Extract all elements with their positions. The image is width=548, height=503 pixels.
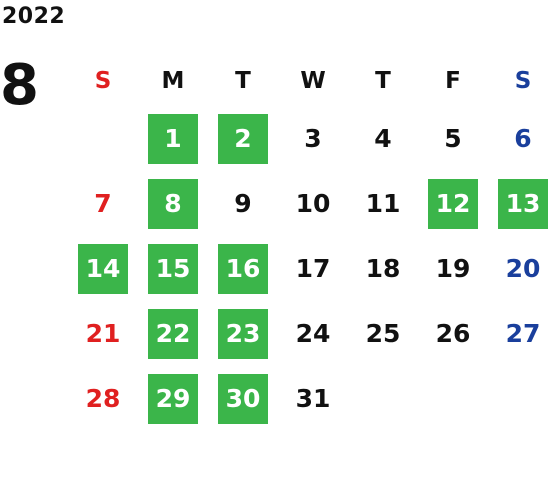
calendar-cell: 9 [208, 171, 278, 236]
calendar-cell [348, 366, 418, 431]
weekday-header-friday: F [445, 68, 461, 94]
calendar-cell: 28 [68, 366, 138, 431]
calendar-day [358, 374, 408, 424]
calendar-day [498, 374, 548, 424]
weekday-header-sunday: S [94, 68, 112, 94]
calendar-day[interactable]: 10 [295, 189, 331, 218]
calendar-day[interactable]: 30 [218, 373, 268, 424]
calendar-day[interactable]: 9 [234, 189, 252, 218]
calendar-cell: 3 [278, 106, 348, 171]
calendar-day[interactable]: 26 [435, 319, 471, 348]
calendar-cell: 17 [278, 236, 348, 301]
calendar-day[interactable]: 5 [444, 124, 462, 153]
calendar-day[interactable]: 31 [295, 384, 331, 413]
calendar-cell: 4 [348, 106, 418, 171]
calendar-day[interactable]: 27 [505, 319, 541, 348]
calendar-day[interactable] [78, 114, 128, 164]
calendar-day[interactable]: 18 [365, 254, 401, 283]
calendar-cell [418, 366, 488, 431]
calendar-cell: 6 [488, 106, 548, 171]
calendar-day[interactable]: 19 [435, 254, 471, 283]
calendar-cell: 20 [488, 236, 548, 301]
calendar-day[interactable]: 13 [498, 178, 548, 229]
weekday-header-wednesday: W [300, 68, 326, 94]
calendar-day[interactable]: 12 [428, 178, 478, 229]
weekday-header-saturday: S [514, 68, 532, 94]
calendar-cell: 10 [278, 171, 348, 236]
calendar-cell: 19 [418, 236, 488, 301]
calendar-day[interactable]: 3 [304, 124, 322, 153]
calendar-cell [68, 106, 138, 171]
calendar-cell: 22 [138, 301, 208, 366]
calendar-cell: 7 [68, 171, 138, 236]
calendar-cell: 16 [208, 236, 278, 301]
calendar-cell [488, 366, 548, 431]
calendar-day[interactable]: 11 [365, 189, 401, 218]
calendar-day[interactable]: 6 [514, 124, 532, 153]
calendar-day[interactable]: 28 [85, 384, 121, 413]
calendar-day[interactable]: 25 [365, 319, 401, 348]
calendar-cell: 12 [418, 171, 488, 236]
calendar-day[interactable]: 14 [78, 243, 128, 294]
calendar-day[interactable]: 20 [505, 254, 541, 283]
calendar-day[interactable]: 4 [374, 124, 392, 153]
calendar-cell: 11 [348, 171, 418, 236]
calendar-day[interactable]: 29 [148, 373, 198, 424]
calendar-cell: 24 [278, 301, 348, 366]
calendar-day[interactable]: 1 [148, 113, 198, 164]
calendar-cell: 27 [488, 301, 548, 366]
calendar-cell: 23 [208, 301, 278, 366]
calendar-grid: S M T W T F S 1 2 3 4 5 6 7 8 9 10 11 12… [68, 56, 548, 431]
calendar-day[interactable]: 2 [218, 113, 268, 164]
calendar-day[interactable]: 23 [218, 308, 268, 359]
calendar-cell: 26 [418, 301, 488, 366]
calendar-cell: 2 [208, 106, 278, 171]
year-label: 2022 [2, 4, 66, 29]
month-number: 8 [0, 53, 39, 118]
calendar-day[interactable]: 22 [148, 308, 198, 359]
calendar-day[interactable]: 17 [295, 254, 331, 283]
weekday-header-thursday: T [375, 68, 391, 94]
calendar-day[interactable]: 16 [218, 243, 268, 294]
calendar-cell: 29 [138, 366, 208, 431]
calendar-cell: 1 [138, 106, 208, 171]
calendar-cell: 18 [348, 236, 418, 301]
calendar-cell: 13 [488, 171, 548, 236]
calendar-day[interactable]: 8 [148, 178, 198, 229]
calendar-day[interactable]: 24 [295, 319, 331, 348]
calendar-cell: 14 [68, 236, 138, 301]
weekday-header-monday: M [161, 68, 185, 94]
calendar-cell: 21 [68, 301, 138, 366]
calendar-day[interactable]: 15 [148, 243, 198, 294]
calendar-day[interactable]: 7 [94, 189, 112, 218]
calendar-cell: 31 [278, 366, 348, 431]
calendar-cell: 30 [208, 366, 278, 431]
calendar-day[interactable]: 21 [85, 319, 121, 348]
calendar-cell: 5 [418, 106, 488, 171]
weekday-header-tuesday: T [235, 68, 251, 94]
calendar-cell: 8 [138, 171, 208, 236]
calendar-cell: 25 [348, 301, 418, 366]
calendar-day [428, 374, 478, 424]
calendar-cell: 15 [138, 236, 208, 301]
